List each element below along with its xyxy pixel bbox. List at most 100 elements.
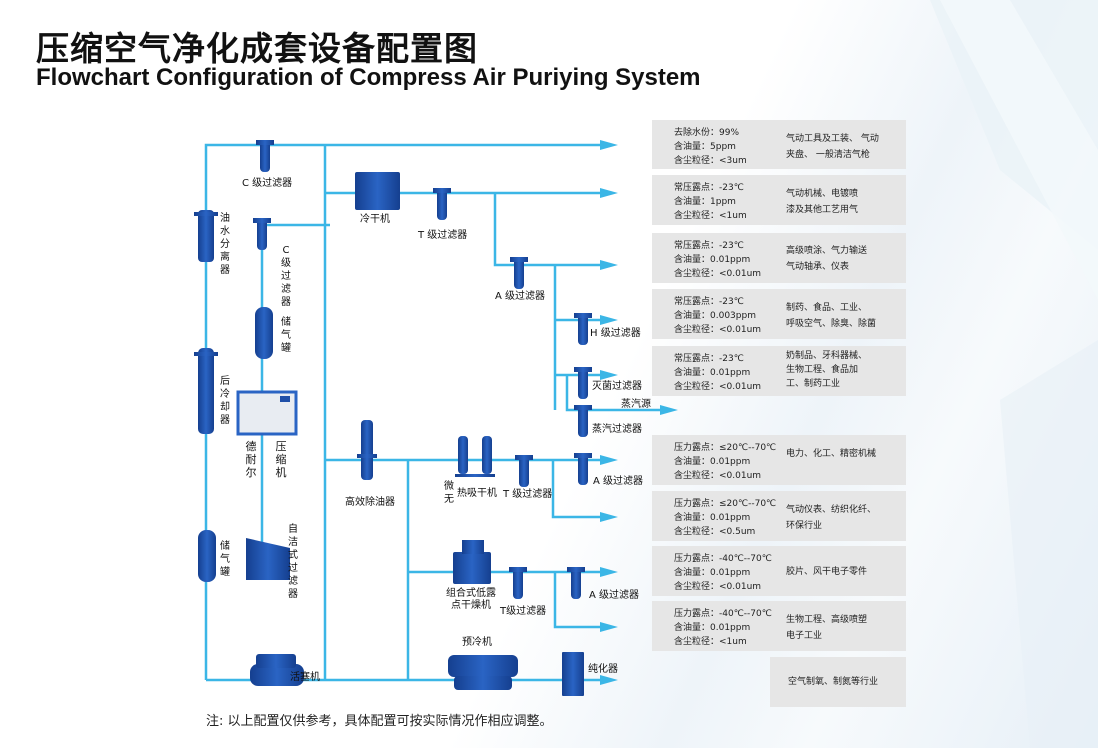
spec-param: 含油量：0.003ppm	[674, 311, 756, 321]
spec-param: 去除水份：99%	[674, 128, 740, 138]
arrow-icon	[600, 370, 618, 380]
spec-box-4: 常压露点：-23℃ 含油量：0.003ppm 含尘粒径：<0.01um 制药、食品、…	[652, 289, 906, 339]
spec-param: 含油量：0.01ppm	[674, 255, 751, 265]
arrow-icon	[600, 315, 618, 325]
spec-app: 胶片、风干电子零件	[786, 567, 868, 577]
label-h-filter: H 级过滤器	[590, 328, 641, 339]
air-tank-lower-icon	[198, 530, 216, 582]
label-a-filter-2: A 级过滤器	[593, 476, 644, 487]
heatless-dryer-icon	[455, 436, 495, 477]
spec-app: 漆及其他工艺用气	[786, 205, 859, 215]
label-a-filter-3: A 级过滤器	[589, 590, 640, 601]
arrow-icon	[600, 622, 618, 632]
page-title-en: Flowchart Configuration of Compress Air …	[36, 64, 701, 91]
spec-app: 奶制品、牙科器械、	[786, 351, 868, 361]
spec-param: 压力露点：-40℃--70℃	[674, 609, 772, 619]
t-filter-2-icon	[515, 455, 533, 487]
label-steam-source: 蒸汽源	[621, 399, 651, 410]
label-oil-water-separator: 油水分离器	[220, 213, 230, 276]
spec-param: 含尘粒径：<1um	[674, 211, 747, 221]
label-combo-dryer: 组合式低露点干燥机	[446, 588, 496, 611]
arrow-icon	[600, 455, 618, 465]
label-compressor: 压缩机	[275, 440, 287, 479]
combo-dryer-icon	[453, 540, 491, 584]
label-refrigerated-dryer: 冷干机	[360, 214, 390, 225]
spec-param: 含尘粒径：<0.01um	[674, 582, 762, 592]
label-air-tank-lower: 储气罐	[220, 541, 230, 578]
arrow-icon	[600, 188, 618, 198]
spec-param: 常压露点：-23℃	[674, 183, 744, 193]
arrow-icon	[600, 567, 618, 577]
label-piston-compressor: 活塞机	[290, 672, 320, 683]
h-filter-icon	[574, 313, 592, 345]
steam-filter-icon	[574, 405, 592, 437]
spec-param: 含尘粒径：<1um	[674, 637, 747, 647]
label-compressor-brand: 德耐尔	[245, 440, 257, 479]
label-purifier: 纯化器	[588, 664, 618, 675]
spec-param: 常压露点：-23℃	[674, 297, 744, 307]
label-t-filter-2: T 级过滤器	[503, 489, 553, 500]
spec-param: 含油量：0.01ppm	[674, 457, 751, 467]
arrow-icon	[600, 512, 618, 522]
spec-box-3: 常压露点：-23℃ 含油量：0.01ppm 含尘粒径：<0.01um 高级喷涂、气力…	[652, 233, 906, 283]
spec-param: 含油量：0.01ppm	[674, 513, 751, 523]
t-filter-1-icon	[433, 188, 451, 220]
spec-param: 压力露点：≤20℃--70℃	[674, 499, 777, 509]
purifier-icon	[562, 652, 584, 696]
spec-app: 制药、食品、工业、	[786, 303, 868, 313]
spec-app: 生物工程、食品加	[786, 365, 859, 375]
spec-app: 呼吸空气、除臭、除菌	[786, 319, 877, 329]
spec-param: 含尘粒径：<0.01um	[674, 471, 762, 481]
spec-param: 含油量：0.01ppm	[674, 623, 751, 633]
precooler-icon	[448, 655, 518, 690]
spec-param: 含油量：0.01ppm	[674, 368, 751, 378]
spec-param: 含油量：1ppm	[674, 197, 736, 207]
spec-app: 电力、化工、精密机械	[786, 449, 877, 459]
spec-param: 含油量：5ppm	[674, 142, 736, 152]
label-sterile-filter: 灭菌过滤器	[592, 381, 642, 392]
a-filter-3-icon	[567, 567, 585, 599]
arrow-icon	[660, 405, 678, 415]
spec-param: 含尘粒径：<0.01um	[674, 325, 762, 335]
spec-app: 高级喷涂、气力输送	[786, 246, 868, 256]
air-tank-upper-icon	[255, 307, 273, 359]
spec-param: 含油量：0.01ppm	[674, 568, 751, 578]
high-eff-oil-remover-icon	[357, 420, 377, 480]
arrow-icon	[600, 675, 618, 685]
label-heatless-dryer: 热吸干机	[457, 488, 497, 499]
spec-param: 常压露点：-23℃	[674, 241, 744, 251]
label-self-cleaning-filter: 自洁式过滤器	[288, 524, 298, 600]
spec-app: 生物工程、高级喷塑	[786, 615, 868, 625]
spec-param: 含尘粒径：<0.5um	[674, 527, 756, 537]
spec-param: 含尘粒径：<0.01um	[674, 382, 762, 392]
label-a-filter-1: A 级过滤器	[495, 291, 546, 302]
oil-water-separator-icon	[194, 210, 218, 262]
a-filter-2-icon	[574, 453, 592, 485]
page-title-cn: 压缩空气净化成套设备配置图	[36, 29, 478, 68]
label-heatless-prefix: 微无	[444, 481, 454, 505]
label-high-eff-oil-remover: 高效除油器	[345, 497, 395, 508]
footer-note: 注: 以上配置仅供参考，具体配置可按实际情况作相应调整。	[206, 714, 553, 729]
label-steam-filter: 蒸汽过滤器	[592, 424, 642, 435]
spec-app: 夹盘、 一般清洁气枪	[786, 150, 870, 160]
label-c-filter-top: C 级过滤器	[242, 178, 293, 189]
refrigerated-dryer-icon	[355, 172, 400, 210]
spec-param: 常压露点：-23℃	[674, 354, 744, 364]
spec-app: 工、制药工业	[786, 379, 841, 389]
spec-param: 含尘粒径：<0.01um	[674, 269, 762, 279]
arrow-icon	[600, 260, 618, 270]
label-precooler: 预冷机	[462, 637, 492, 648]
compressor-icon	[236, 390, 298, 436]
aftercooler-icon	[194, 348, 218, 434]
arrows	[600, 140, 678, 685]
piston-compressor-icon	[250, 654, 304, 686]
t-filter-3-icon	[509, 567, 527, 599]
spec-param: 含尘粒径：<3um	[674, 156, 747, 166]
label-aftercooler: 后冷却器	[220, 376, 230, 426]
spec-box-5: 常压露点：-23℃ 含油量：0.01ppm 含尘粒径：<0.01um 奶制品、牙科器…	[652, 346, 906, 396]
